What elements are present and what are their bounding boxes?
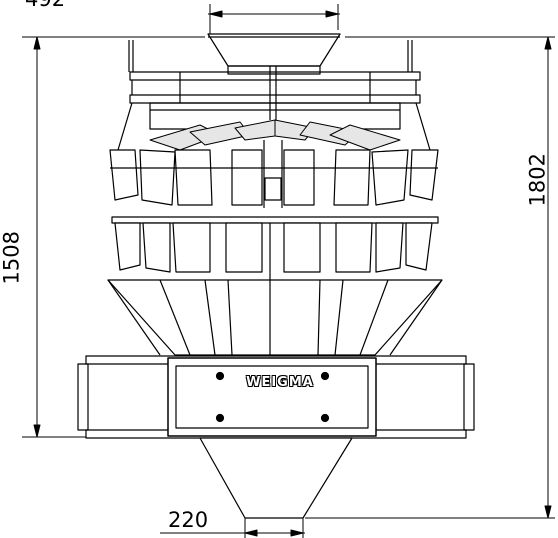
feed-funnel [207, 33, 341, 75]
dimension-right-height [305, 36, 555, 519]
feed-buckets-row [109, 140, 439, 208]
weigh-buckets-row [111, 216, 439, 280]
top-width-label: 492 [25, 0, 65, 10]
total-height-label: 1802 [525, 153, 550, 207]
collecting-chutes [107, 279, 443, 356]
outlet-width-label: 220 [168, 508, 209, 532]
brand-logo: WEIGMA [246, 375, 314, 390]
body-height-label: 1508 [0, 231, 24, 285]
base-body [77, 355, 475, 439]
discharge-chute [199, 437, 353, 519]
dimension-top-width [208, 4, 340, 34]
dimension-outlet-width [160, 518, 305, 538]
radial-feeders [149, 119, 401, 151]
dimension-left-height [22, 36, 205, 438]
